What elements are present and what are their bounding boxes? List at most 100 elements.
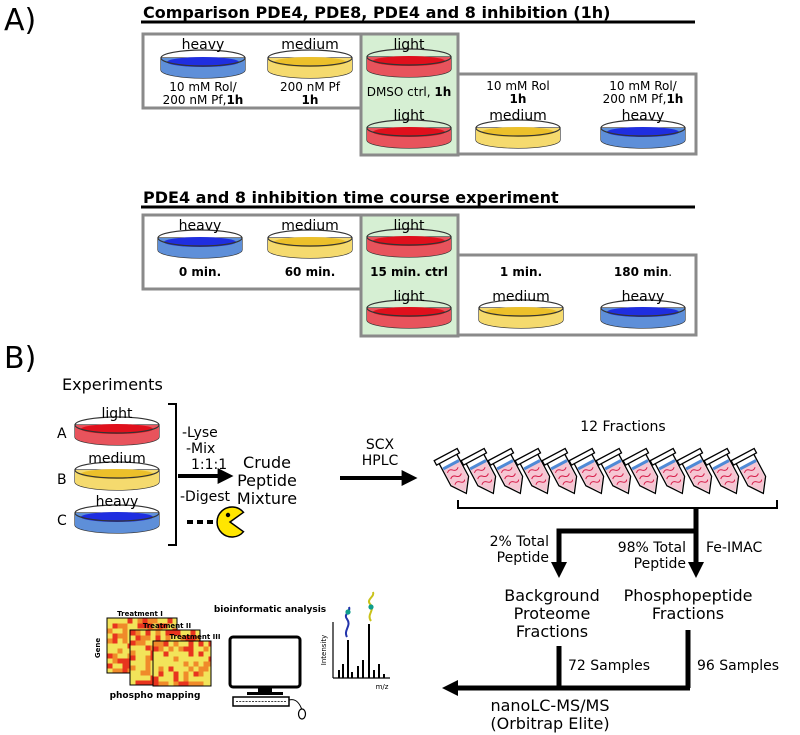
mass-spectrum [332, 591, 390, 679]
panel-a-label: A) [4, 3, 36, 38]
row-letter-c: C [57, 513, 67, 529]
tube-5 [541, 447, 578, 495]
exp1-ctrl-text: DMSO ctrl, 1h [367, 85, 452, 99]
exp2-dish-heavy-1 [157, 229, 243, 259]
phospho-mapping: phospho mapping [110, 691, 201, 701]
mz-label: m/z [376, 683, 389, 691]
b-dish-medium [74, 461, 160, 491]
scx-line1: SCX [366, 437, 395, 453]
exp1-dish-light-bottom-label: light [393, 108, 425, 124]
exp1-dish-medium-2 [475, 119, 561, 149]
tube-1 [433, 447, 470, 495]
crude-line3: Mixture [237, 489, 297, 508]
b-dish-medium-label: medium [88, 451, 146, 467]
exp1-medium-2-bold: 1h [510, 92, 527, 106]
b-dish-heavy-label: heavy [96, 494, 139, 510]
fractions-label: 12 Fractions [580, 419, 665, 435]
exp2-medium-2-time: 1 min. [500, 265, 542, 279]
tube-10 [676, 447, 713, 495]
exp1-heavy-2-line2: 200 nM Pf,1h [603, 92, 684, 106]
tube-4 [514, 447, 551, 495]
exp2-dish-medium-1-label: medium [281, 218, 339, 234]
treatment-1: Treatment I [117, 610, 163, 618]
exp1-heavy-2-line1: 10 mM Rol/ [609, 79, 677, 93]
tube-7 [595, 447, 632, 495]
bioinformatic-analysis: bioinformatic analysis [214, 605, 326, 615]
tube-6 [568, 447, 605, 495]
exp1-dish-heavy-2 [600, 119, 686, 149]
samples-left: 72 Samples [568, 658, 650, 674]
split-left-line1: 2% Total [490, 534, 549, 550]
exp2-dish-light-top [366, 228, 452, 258]
exp1-medium-1-bold: 1h [302, 93, 319, 107]
intensity-label: Intensity [320, 635, 328, 665]
panel-b-label: B) [4, 341, 36, 376]
background-line2: Proteome [514, 604, 591, 623]
step-digest: -Digest [180, 489, 231, 505]
exp2-dish-medium-2-label: medium [492, 289, 550, 305]
split-left-line2: Peptide [497, 550, 549, 566]
exp1-dish-medium-1-label: medium [281, 37, 339, 53]
exp1-heavy-1-line1: 10 mM Rol/ [169, 80, 237, 94]
crude-line2: Peptide [237, 471, 297, 490]
split-right-line1: 98% Total [618, 540, 686, 556]
exp2-dish-medium-2 [478, 299, 564, 329]
step-mix: -Mix [186, 441, 215, 457]
exp2-ctrl-time: 15 min. ctrl [370, 265, 448, 279]
phospho-line1: Phosphopeptide [624, 586, 753, 605]
exp1-heavy-1-line2: 200 nM Pf,1h [163, 93, 244, 107]
row-letter-a: A [57, 426, 67, 442]
exp1-dish-heavy-2-label: heavy [622, 108, 665, 124]
exp1-dish-medium-2-label: medium [489, 108, 547, 124]
exp2-heavy-2-time: 180 min. [614, 265, 672, 279]
nanolc-line1: nanoLC-MS/MS [490, 696, 609, 715]
exp1-medium-1-line1: 200 nM Pf [280, 80, 341, 94]
samples-right: 96 Samples [697, 658, 779, 674]
exp2-title: PDE4 and 8 inhibition time course experi… [143, 188, 559, 207]
tube-11 [703, 447, 740, 495]
split-right-line2: Peptide [634, 556, 686, 572]
row-letter-b: B [57, 472, 67, 488]
split-arrow-left [551, 508, 699, 578]
exp1-medium-2-line1: 10 mM Rol [486, 79, 549, 93]
exp2-medium-time: 60 min. [285, 265, 336, 279]
tube-2 [460, 447, 497, 495]
experiments-bracket [168, 403, 177, 546]
step-lyse: -Lyse [182, 425, 218, 441]
fe-imac-label: Fe-IMAC [706, 540, 762, 556]
b-dish-light [74, 416, 160, 446]
nanolc-line2: (Orbitrap Elite) [490, 714, 609, 733]
step-ratio: 1:1:1 [191, 457, 227, 473]
background-line3: Fractions [516, 622, 588, 641]
exp2-heavy-time: 0 min. [179, 265, 221, 279]
exp2-dish-heavy-2-label: heavy [622, 289, 665, 305]
exp2-dish-light-bottom-label: light [393, 289, 425, 305]
exp1-dish-medium-1 [267, 49, 353, 79]
tube-3 [487, 447, 524, 495]
gene-label: Gene [94, 638, 102, 658]
exp2-dish-heavy-2 [600, 299, 686, 329]
tube-8 [622, 447, 659, 495]
pacman-icon [187, 506, 245, 538]
b-dish-light-label: light [101, 406, 133, 422]
tube-9 [649, 447, 686, 495]
tube-12 [730, 447, 767, 495]
exp1-dish-light-top [366, 48, 452, 78]
exp1-dish-heavy-1-label: heavy [182, 37, 225, 53]
exp2-dish-light-top-label: light [393, 218, 425, 234]
exp2-dish-medium-1 [267, 229, 353, 259]
heatmaps [106, 617, 212, 687]
fraction-tubes [433, 447, 767, 495]
exp2-dish-light-bottom [366, 299, 452, 329]
experiments-title: Experiments [62, 375, 163, 394]
treatment-3: Treatment III [170, 633, 221, 641]
phospho-line2: Fractions [652, 604, 724, 623]
computer-icon [228, 635, 307, 720]
scx-line2: HPLC [362, 453, 399, 469]
exp2-dish-heavy-1-label: heavy [179, 218, 222, 234]
exp1-dish-light-top-label: light [393, 37, 425, 53]
b-dish-heavy [74, 504, 160, 534]
exp1-dish-light-bottom [366, 119, 452, 149]
exp1-title: Comparison PDE4, PDE8, PDE4 and 8 inhibi… [143, 3, 610, 22]
